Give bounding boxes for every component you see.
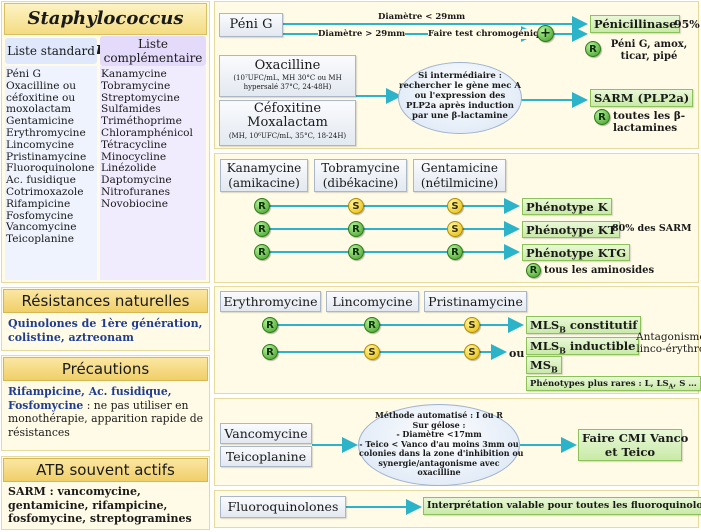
tobramycine-box: Tobramycine (dibékacine) bbox=[314, 159, 407, 192]
aminoside-mark-r2-c2: R bbox=[348, 221, 364, 237]
chromogenic-test-label: Faire test chromogénique bbox=[428, 29, 551, 39]
rare-tail: , S … bbox=[673, 379, 697, 389]
gentamicine-box: Gentamicine (nétilmicine) bbox=[413, 159, 506, 192]
penicillinase-percent: 95% bbox=[674, 18, 700, 31]
msb-label: MS bbox=[530, 358, 552, 372]
oxacilline-title: Oxacilline bbox=[254, 58, 321, 73]
penicillinase-result: Pénicillinase bbox=[590, 15, 681, 33]
aminoside-mark-r1-c1: R bbox=[254, 198, 270, 214]
active-title: ATB souvent actifs bbox=[3, 458, 208, 482]
erythromycine-box: Erythromycine bbox=[220, 291, 321, 312]
complementary-list-bg bbox=[100, 66, 206, 280]
cefoxitine-title: Céfoxitine Moxalactam bbox=[247, 101, 328, 130]
complementary-list-header: Liste complémentaire bbox=[100, 36, 206, 66]
macrolide-mark-r1-c1: R bbox=[262, 317, 278, 333]
phenotype-ktg: Phénotype KTG bbox=[522, 244, 631, 261]
mls-inducible: MLSB inductible bbox=[526, 337, 640, 356]
cmi-result: Faire CMI Vanco et Teico bbox=[578, 429, 688, 461]
antagonism-note: Antagonisme linco-érythro bbox=[636, 331, 701, 355]
aminoside-mark-r2-c1: R bbox=[254, 221, 270, 237]
oxacilline-box: Oxacilline (10⁷UFC/mL, MH 30°C ou MH hyp… bbox=[219, 55, 356, 97]
diameter-gt-label: Diamètre > 29mm bbox=[318, 29, 406, 39]
standard-list: Péni G Oxacilline ou céfoxitine ou moxol… bbox=[6, 68, 95, 246]
precautions-warning: : ne pas utiliser en monothérapie, appar… bbox=[8, 398, 204, 439]
aminoside-mark-r3-c3: R bbox=[447, 244, 463, 260]
macrolide-mark-r2-c2: S bbox=[364, 344, 380, 360]
fq-note: Interprétation valable pour toutes les f… bbox=[423, 497, 701, 515]
phenotype-ktg-note: tous les aminosides bbox=[544, 265, 655, 276]
sarm-resistance-text: toutes les β-lactamines bbox=[613, 110, 686, 134]
aminoside-mark-r1-c3: S bbox=[447, 198, 463, 214]
lincomycine-box: Lincomycine bbox=[326, 291, 419, 312]
sarm-result: SARM (PLP2a) bbox=[590, 89, 694, 107]
aminoside-mark-r1-c2: S bbox=[348, 198, 364, 214]
rare-sub: A bbox=[668, 383, 674, 391]
mls-constitutive: MLSB constitutif bbox=[526, 316, 642, 335]
macrolide-mark-r2-c1: R bbox=[262, 344, 278, 360]
active-text: SARM : vancomycine, gentamicine, rifampi… bbox=[8, 485, 192, 525]
aminoside-mark-r2-c3: S bbox=[447, 221, 463, 237]
mls-const-sub: B bbox=[559, 324, 566, 335]
mls-ind-sub: B bbox=[559, 345, 566, 356]
macrolide-mark-r1-c2: R bbox=[364, 317, 380, 333]
diameter-lt-label: Diamètre < 29mm bbox=[378, 12, 466, 22]
macrolide-mark-r2-c3: S bbox=[464, 344, 480, 360]
pristinamycine-box: Pristinamycine bbox=[424, 291, 527, 312]
phenotype-kt: Phénotype KT bbox=[522, 221, 621, 238]
rare-phenotypes: Phénotypes plus rares : L, LSA, S … bbox=[526, 376, 701, 391]
oxacilline-conditions: (10⁷UFC/mL, MH 30°C ou MH hypersalé 37°C… bbox=[233, 74, 342, 91]
mls-const-label: MLS bbox=[530, 318, 560, 332]
standard-list-header: Liste standard bbox=[5, 38, 97, 64]
mec-a-bubble: Si intermédiaire : rechercher le gène me… bbox=[398, 62, 522, 134]
aminoside-mark-r3-c2: R bbox=[348, 244, 364, 260]
standard-list-bg bbox=[5, 66, 97, 280]
mls-const-tail: constitutif bbox=[565, 318, 638, 332]
msb-result: MSB bbox=[526, 356, 562, 374]
phenotype-kt-note: 80% des SARM bbox=[612, 223, 692, 234]
ktg-resistant-marker: R bbox=[526, 263, 541, 278]
teicoplanine-box: Teicoplanine bbox=[220, 446, 312, 467]
cefoxitine-conditions: (MH, 10⁶UFC/mL, 35°C, 18-24H) bbox=[228, 132, 347, 140]
glyco-method-bubble: Méthode automatisé : I ou R Sur gélose :… bbox=[358, 404, 524, 486]
fluoroquinolones-box: Fluoroquinolones bbox=[220, 496, 346, 518]
cefoxitine-box: Céfoxitine Moxalactam (MH, 10⁶UFC/mL, 35… bbox=[219, 100, 356, 146]
resistant-marker: R bbox=[585, 41, 601, 57]
complementary-list: Kanamycine Tobramycine Streptomycine Sul… bbox=[101, 68, 193, 210]
aminoside-mark-r3-c1: R bbox=[254, 244, 270, 260]
peni-g-box: Péni G bbox=[219, 13, 283, 37]
sarm-resistant-marker: R bbox=[594, 109, 610, 125]
positive-circle: + bbox=[537, 25, 554, 42]
phenotype-k: Phénotype K bbox=[522, 198, 612, 215]
msb-sub: B bbox=[551, 364, 558, 375]
penicillin-resistance-list: Péni G, amox, ticar, pipé bbox=[610, 39, 688, 62]
kanamycine-box: Kanamycine (amikacine) bbox=[220, 159, 308, 192]
rare-label: Phénotypes plus rares : L, LS bbox=[530, 379, 669, 389]
precautions-drugs: Rifampicine, Ac. fusidique, Fosfomycine bbox=[8, 385, 172, 412]
natural-resistance-title: Résistances naturelles bbox=[3, 289, 208, 313]
precautions-title: Précautions bbox=[3, 357, 208, 381]
mls-ind-label: MLS bbox=[530, 339, 560, 353]
mls-ind-tail: inductible bbox=[565, 339, 636, 353]
ou-label: ou bbox=[509, 347, 525, 360]
precautions-text: Rifampicine, Ac. fusidique, Fosfomycine … bbox=[8, 385, 208, 439]
vancomycine-box: Vancomycine bbox=[220, 423, 312, 444]
macrolide-mark-r1-c3: S bbox=[464, 317, 480, 333]
natural-resistance-text: Quinolones de 1ère génération, colistine… bbox=[8, 317, 203, 344]
